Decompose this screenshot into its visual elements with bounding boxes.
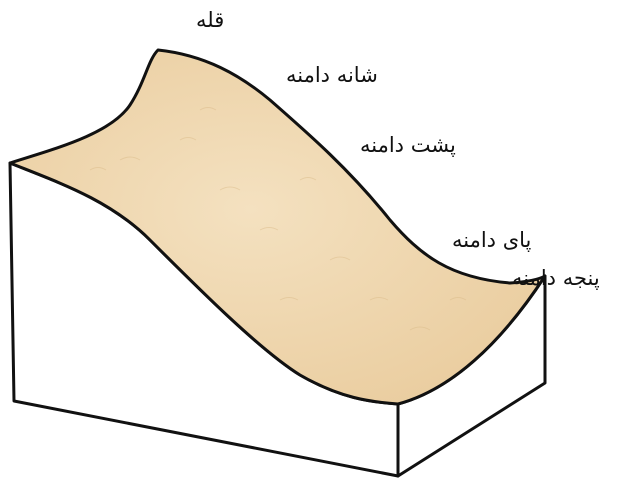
label-backslope: پشت دامنه [360,135,456,156]
label-shoulder: شانه دامنه [286,65,378,86]
label-toeslope: پنجه دامنه [512,268,600,289]
label-summit: قله [196,10,224,31]
label-footslope: پای دامنه [452,230,531,251]
